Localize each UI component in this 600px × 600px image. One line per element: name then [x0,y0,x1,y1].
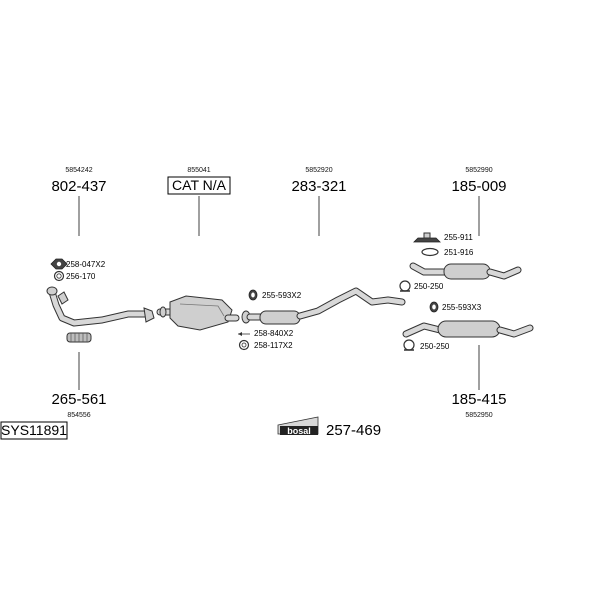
clamp-icon [403,339,415,351]
ring-icon [53,270,65,282]
small-part-label[interactable]: 258-117X2 [254,341,293,350]
oem-number: 5852950 [465,412,492,419]
small-part-label[interactable]: 251-916 [444,248,474,257]
flex-pipe-icon [66,332,92,343]
gasket-icon [248,289,258,301]
small-part-label[interactable]: 255-911 [444,233,473,242]
rear-silencer-icon [409,262,522,280]
small-part-label[interactable]: 256-170 [66,272,96,281]
oem-number: 5852920 [305,167,332,174]
gasket-icon [421,247,439,257]
small-part-label[interactable]: 258-047X2 [66,260,106,269]
part-number-label[interactable]: 185-415 [451,391,506,408]
part-number-box [167,176,231,195]
oem-number: 5854242 [65,167,92,174]
small-part-label[interactable]: 255-593X2 [262,291,302,300]
part-number-label[interactable]: 265-561 [51,391,106,408]
small-part-label[interactable]: 255-593X3 [442,303,482,312]
front-pipe-icon [46,286,155,327]
oem-number: 854556 [67,412,90,419]
small-part-label[interactable]: 250-250 [420,342,450,351]
rear-silencer-icon [402,320,534,338]
small-part-label[interactable]: 250-250 [414,282,444,291]
logo-text: bosal [287,426,311,436]
gasket-icon [50,258,68,270]
system-code-box [0,421,68,440]
oem-number: 5852990 [465,167,492,174]
hanger-bracket-icon [413,232,441,243]
system-code[interactable]: SYS11891 [1,422,67,438]
gasket-icon [429,301,439,313]
bosal-logo: bosal [277,416,319,436]
part-number-label[interactable]: 185-009 [451,178,506,195]
middle-silencer-icon [241,287,406,325]
arrow-icon [238,332,250,336]
clamp-icon [399,280,411,292]
oem-number: 855041 [187,167,210,174]
part-number-label[interactable]: 802-437 [51,178,106,195]
ring-icon [238,339,250,351]
part-number-label[interactable]: 283-321 [291,178,346,195]
catalytic-converter-icon [156,295,240,331]
brand-part-label[interactable]: 257-469 [326,422,381,439]
part-number-label[interactable]: CAT N/A [172,177,227,193]
small-part-label[interactable]: 258-840X2 [254,329,294,338]
